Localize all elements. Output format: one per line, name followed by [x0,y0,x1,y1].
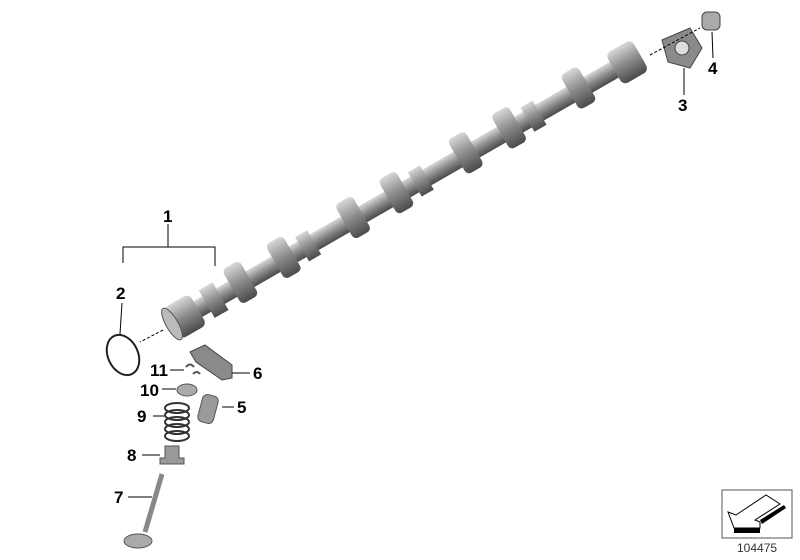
callout-3: 3 [678,96,688,115]
callout-6: 6 [253,364,263,383]
reference-number: 104475 [737,541,778,555]
part-10-spring-retainer[interactable] [176,383,198,397]
camshaft[interactable] [156,36,649,343]
callout-11: 11 [150,361,168,380]
arrow-down-left-icon [721,489,793,539]
part-9-valve-spring[interactable] [164,402,190,442]
part-7-valve[interactable] [123,473,165,549]
callout-7: 7 [114,488,124,507]
callout-4: 4 [708,59,718,78]
part-8-valve-stem-seal[interactable] [159,445,185,465]
part-6-rocker-arm[interactable] [189,344,233,381]
callout-2: 2 [116,284,126,303]
part-11-valve-keepers[interactable] [185,363,201,375]
part-5-hydraulic-lifter[interactable] [197,393,220,424]
part-4-bolt[interactable] [701,11,721,31]
callout-9: 9 [137,407,147,426]
part-2-o-ring[interactable] [101,330,146,381]
callout-1: 1 [163,207,173,226]
callout-8: 8 [127,446,137,465]
part-3-sensor-wheel[interactable] [661,27,703,69]
callout-5: 5 [237,398,247,417]
callout-10: 10 [140,381,159,400]
callout-lines [119,31,714,498]
